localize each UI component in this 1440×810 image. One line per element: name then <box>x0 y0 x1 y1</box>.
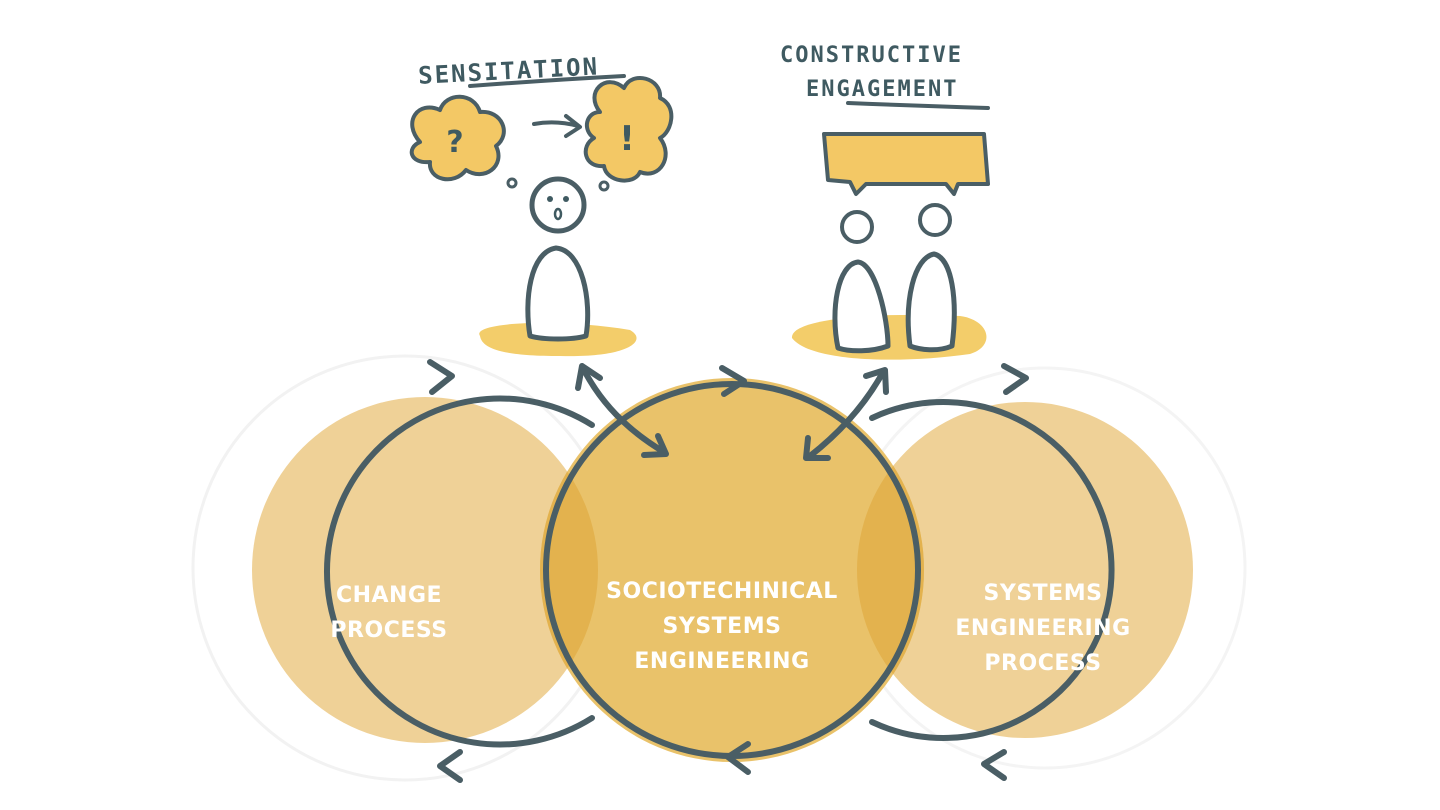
center-label-line3: ENGINEERING <box>634 649 809 674</box>
sensitation-connector-head-bottom <box>641 433 669 458</box>
listener-head-left <box>840 210 874 244</box>
systems-process-ring <box>869 399 1115 741</box>
arrowhead-center-bottom <box>725 741 751 775</box>
cycle-arrowheads <box>427 359 1029 783</box>
arrowhead-left-bottom <box>437 749 463 783</box>
engagement-connector <box>807 371 885 459</box>
speech-bubble <box>822 132 990 196</box>
engagement-connector-head-top <box>863 367 889 395</box>
listener-head-right <box>918 203 952 237</box>
listener-body-left <box>832 259 891 354</box>
systems-process-line2: ENGINEERING <box>955 616 1130 641</box>
sensitation-illustration: SENSITATION ? ! <box>409 52 674 357</box>
systems-engineering-process-circle <box>857 402 1193 738</box>
connector-arrows <box>575 363 889 461</box>
surprised-person-head <box>529 176 587 234</box>
change-process-line1: CHANGE <box>336 583 442 608</box>
question-thought-bubble: ? <box>409 94 506 182</box>
arrowhead-center-top <box>719 365 747 397</box>
arrowhead-right-bottom <box>981 749 1007 781</box>
arrowhead-right-top <box>1001 363 1029 395</box>
arrowhead-left-top <box>427 359 455 395</box>
engagement-underline <box>846 101 990 110</box>
surprised-person-body <box>525 245 591 342</box>
systems-process-label: SYSTEMS ENGINEERING PROCESS <box>955 581 1130 676</box>
center-label: SOCIOTECHINICAL SYSTEMS ENGINEERING <box>606 579 838 674</box>
listener-body-right <box>905 251 957 353</box>
sensitation-underline <box>468 74 626 88</box>
systems-process-line3: PROCESS <box>984 651 1101 676</box>
sensitation-connector <box>581 367 667 455</box>
change-process-circle <box>252 397 598 743</box>
change-process-ring <box>323 395 595 748</box>
engagement-heading: ENGAGEMENT <box>806 77 958 102</box>
constructive-heading: CONSTRUCTIVE <box>780 43 963 68</box>
change-process-line2: PROCESS <box>330 618 447 643</box>
change-process-label: CHANGE PROCESS <box>330 583 447 643</box>
sociotechnical-systems-engineering-circle <box>540 378 924 762</box>
exclamation-mark: ! <box>619 119 635 159</box>
exclamation-thought-bubble: ! <box>583 76 674 183</box>
systems-process-line1: SYSTEMS <box>984 581 1103 606</box>
center-label-line1: SOCIOTECHINICAL <box>606 579 838 604</box>
thought-dot-left <box>506 177 518 189</box>
thought-change-arrow <box>532 114 582 138</box>
engagement-connector-head-bottom <box>803 435 831 461</box>
sensitation-connector-head-top <box>575 363 603 391</box>
engagement-illustration: CONSTRUCTIVE ENGAGEMENT <box>780 43 990 360</box>
question-mark: ? <box>446 125 463 160</box>
thought-dot-right <box>598 180 610 192</box>
center-label-line2: SYSTEMS <box>663 614 782 639</box>
